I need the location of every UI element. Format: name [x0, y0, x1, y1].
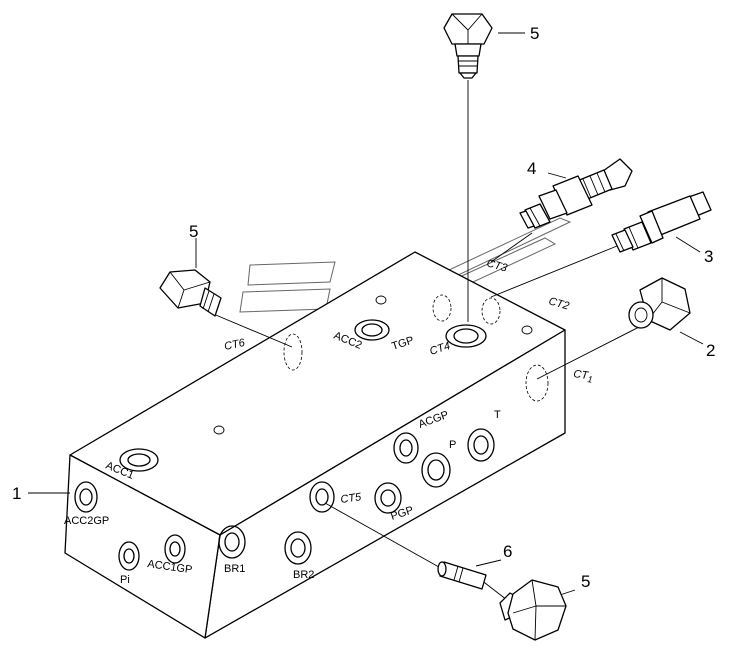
hex-plug-left — [159, 269, 222, 317]
leader-lines — [28, 32, 704, 601]
valve-block — [64, 251, 566, 639]
front-face-ports — [218, 428, 495, 565]
label-p: P — [449, 439, 456, 451]
hex-plug-right — [628, 277, 691, 331]
pin — [437, 561, 487, 590]
callout-5-bottom: 5 — [581, 572, 590, 591]
callout-2: 2 — [706, 341, 715, 360]
callouts: 1 2 3 4 5 5 5 6 — [12, 24, 715, 591]
label-pi: Pi — [120, 574, 130, 586]
hex-plug-bottom — [499, 579, 567, 641]
label-br1: BR1 — [224, 563, 245, 575]
label-t: T — [494, 409, 501, 421]
left-face-ports — [74, 481, 186, 571]
label-ct3: CT3 — [485, 257, 509, 275]
top-ports — [119, 294, 549, 472]
callout-6: 6 — [503, 542, 512, 561]
label-acc2gp: ACC2GP — [64, 515, 109, 527]
callout-3: 3 — [704, 247, 713, 266]
callout-5-left: 5 — [189, 222, 198, 241]
callout-1: 1 — [12, 484, 21, 503]
label-ct6: CT6 — [223, 337, 247, 353]
check-valve — [519, 158, 633, 229]
callout-4: 4 — [527, 159, 536, 178]
label-ct2: CT2 — [547, 295, 570, 312]
callout-5-top: 5 — [530, 24, 539, 43]
relief-valve — [611, 191, 712, 253]
hex-plug-top — [443, 13, 493, 79]
label-ct5: CT5 — [340, 491, 363, 506]
label-ct1: CT1 — [572, 368, 593, 385]
label-br2: BR2 — [293, 569, 314, 581]
